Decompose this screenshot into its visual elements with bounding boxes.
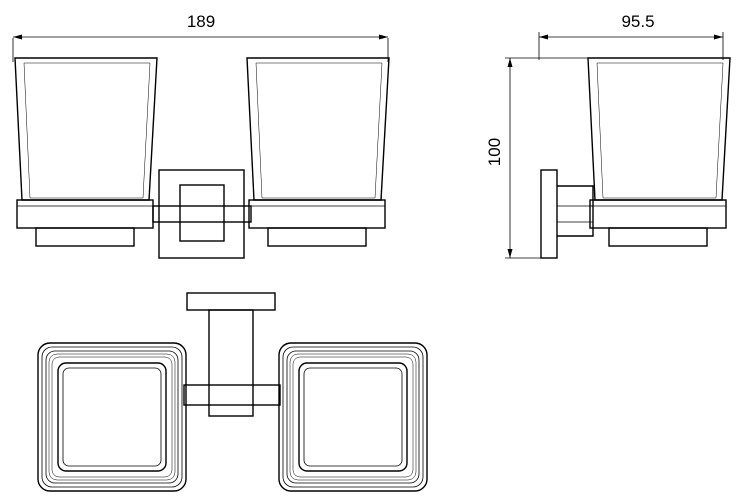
- right-holder-top: [278, 342, 428, 492]
- front-view: 189: [12, 12, 390, 259]
- height-dimension: 100: [485, 57, 596, 259]
- height-dimension-label: 100: [485, 138, 504, 166]
- width-dimension: 189: [12, 12, 389, 62]
- width-dimension-label: 189: [187, 12, 215, 31]
- wall-mount-side: [540, 169, 594, 259]
- depth-dimension-label: 95.5: [621, 12, 654, 31]
- left-tumbler: [14, 57, 158, 247]
- side-tumbler: [587, 57, 731, 247]
- left-holder-top: [37, 342, 187, 492]
- right-tumbler: [246, 57, 390, 247]
- top-view: [37, 292, 428, 492]
- side-view: 95.5 100: [485, 12, 731, 259]
- wall-mount-front: [152, 169, 252, 259]
- wall-mount-top: [183, 292, 281, 417]
- depth-dimension: 95.5: [538, 12, 724, 60]
